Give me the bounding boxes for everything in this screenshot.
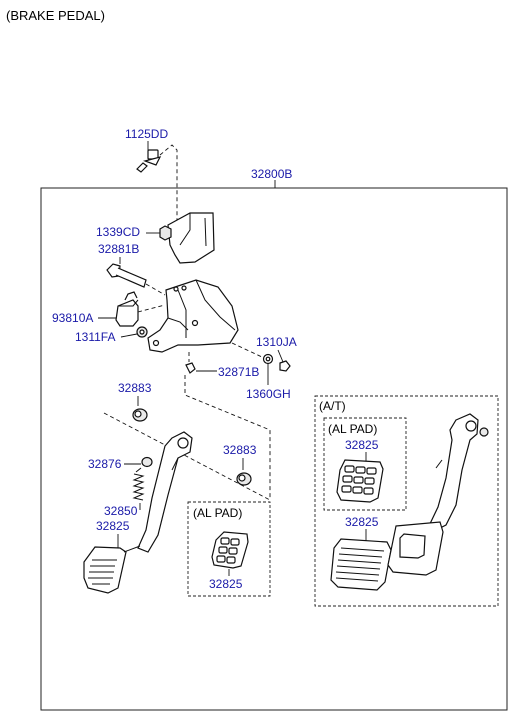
- label-32800b[interactable]: 32800B: [251, 167, 292, 181]
- al-pad-at-title: (AL PAD): [328, 422, 377, 436]
- pedal-bracket: [147, 212, 239, 353]
- label-32883-left[interactable]: 32883: [118, 381, 152, 395]
- label-32871b[interactable]: 32871B: [218, 365, 259, 379]
- bolt-1125dd: [136, 149, 162, 173]
- brake-pedal-arm-at: [387, 413, 489, 576]
- stop-lamp-switch: [115, 291, 139, 327]
- nut-1311fa: [136, 326, 148, 338]
- label-32825-mt[interactable]: 32825: [96, 519, 130, 533]
- label-1339cd[interactable]: 1339CD: [96, 225, 140, 239]
- al-pad-32825-at: [336, 459, 384, 503]
- dash-93810a: [137, 304, 166, 313]
- nut-1339cd: [159, 225, 172, 241]
- label-1125dd[interactable]: 1125DD: [125, 127, 168, 141]
- label-32825-al-at[interactable]: 32825: [345, 438, 379, 452]
- dash-pivot-axis: [184, 375, 271, 500]
- bushing-32883-left: [132, 408, 148, 422]
- label-1310ja[interactable]: 1310JA: [256, 335, 297, 349]
- pedal-pad-32825-mt: [83, 545, 141, 594]
- dash-32881b: [145, 283, 166, 296]
- bolt-32881b: [106, 263, 147, 288]
- label-1311fa[interactable]: 1311FA: [75, 330, 115, 344]
- return-spring: [132, 467, 145, 501]
- al-pad-at-box: [323, 417, 407, 511]
- al-pad-32825-mt: [211, 531, 249, 569]
- brake-pedal-arm: [137, 431, 193, 553]
- leader-1311fa: [120, 333, 138, 338]
- label-32876[interactable]: 32876: [88, 457, 122, 471]
- label-1360gh[interactable]: 1360GH: [246, 387, 291, 401]
- al-pad-mt-box: [187, 501, 271, 597]
- dash-bushing-axis: [103, 412, 271, 501]
- washer-1360gh: [262, 353, 274, 365]
- label-32850[interactable]: 32850: [104, 504, 138, 518]
- diagram-title: (BRAKE PEDAL): [6, 8, 105, 23]
- label-32881b[interactable]: 32881B: [98, 242, 139, 256]
- label-32825-at[interactable]: 32825: [345, 515, 379, 529]
- at-box: [314, 395, 499, 607]
- label-32883-right[interactable]: 32883: [223, 443, 257, 457]
- label-32825-al-mt[interactable]: 32825: [209, 577, 243, 591]
- dash-1310ja: [231, 342, 263, 358]
- bushing-32883-right: [236, 472, 252, 486]
- pin-32876: [141, 456, 153, 468]
- label-93810a[interactable]: 93810A: [52, 311, 93, 325]
- bolt-32871b: [185, 362, 196, 374]
- dash-1125dd: [159, 144, 178, 235]
- pedal-pad-32825-at: [330, 538, 392, 591]
- bolt-1310ja: [279, 360, 291, 372]
- at-title: (A/T): [319, 399, 346, 413]
- assembly-frame: [40, 187, 508, 711]
- al-pad-mt-title: (AL PAD): [193, 506, 242, 520]
- leader-1310ja: [277, 349, 284, 363]
